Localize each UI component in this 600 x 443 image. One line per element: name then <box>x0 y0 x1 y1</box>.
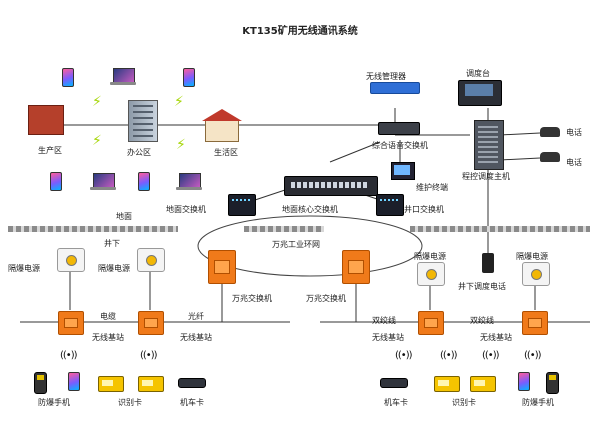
zone-label-office: 办公区 <box>127 148 151 157</box>
psu-2-label: 隔爆电源 <box>98 264 130 273</box>
vehicle-card-icon <box>178 378 206 388</box>
smartphone-icon <box>50 172 62 191</box>
wireless-signal-icon: ((•)) <box>395 350 412 361</box>
id-card-icon <box>98 376 124 392</box>
twisted-pair-1-label: 双绞线 <box>372 316 396 325</box>
id-card-icon <box>434 376 460 392</box>
smartphone-icon <box>183 68 195 87</box>
ground-switch-device <box>228 194 256 216</box>
wireless-signal-icon: ((•)) <box>440 350 457 361</box>
explosion-proof-phone-icon <box>34 372 47 394</box>
base-station-3-device <box>418 311 444 335</box>
id-card-right-label: 识别卡 <box>452 398 476 407</box>
explosion-phone-right-label: 防爆手机 <box>522 398 554 407</box>
switch-10g-right-label: 万兆交换机 <box>306 294 346 303</box>
wireless-signal-icon: ((•)) <box>60 350 77 361</box>
wireless-signal-icon: ((•)) <box>482 350 499 361</box>
ground-core-switch-device <box>284 176 378 196</box>
diagram-title: KT135矿用无线通讯系统 <box>242 26 358 37</box>
id-card-icon <box>470 376 496 392</box>
desk-phone-icon <box>540 127 560 137</box>
base-station-2-device <box>138 311 164 335</box>
ground-switch-label: 地面交换机 <box>166 205 206 214</box>
maintenance-terminal-monitor <box>391 162 415 180</box>
living-zone-house-icon <box>202 109 242 142</box>
office-zone-building-icon <box>128 100 158 142</box>
maintenance-terminal-label: 维护终端 <box>416 183 448 192</box>
phone-b-label: 电话 <box>566 158 582 167</box>
smartphone-icon <box>62 68 74 87</box>
ground-boundary-right <box>410 226 590 232</box>
base-station-1-device <box>58 311 84 335</box>
shaft-switch-device <box>376 194 404 216</box>
ground-boundary-mid <box>244 226 324 232</box>
explosion-proof-phone-icon <box>546 372 559 394</box>
base-station-4-label: 无线基站 <box>480 333 512 342</box>
voice-switch-label: 综合语音交换机 <box>372 141 428 150</box>
zone-label-living: 生活区 <box>214 148 238 157</box>
smartphone-icon <box>68 372 80 391</box>
ground-core-switch-label: 地面核心交换机 <box>282 205 338 214</box>
smartphone-icon <box>138 172 150 191</box>
ring-network-label: 万兆工业环网 <box>272 240 320 249</box>
fiber-label: 光纤 <box>188 312 204 321</box>
mine-dispatch-phone-label: 井下调度电话 <box>458 282 506 291</box>
cable-label: 电缆 <box>100 312 116 321</box>
wireless-manager-label: 无线管理器 <box>366 72 406 81</box>
psu-3-label: 隔爆电源 <box>414 252 446 261</box>
vehicle-card-icon <box>380 378 408 388</box>
base-station-4-device <box>522 311 548 335</box>
wireless-bolt-icon: ⚡ <box>176 137 186 153</box>
psu-1-label: 隔爆电源 <box>8 264 40 273</box>
id-card-left-label: 识别卡 <box>118 398 142 407</box>
psu-4-device <box>522 262 550 286</box>
base-station-3-label: 无线基站 <box>372 333 404 342</box>
ground-boundary-left <box>8 226 178 232</box>
vehicle-card-right-label: 机车卡 <box>384 398 408 407</box>
dispatch-desk-label: 调度台 <box>466 69 490 78</box>
program-dispatch-host-label: 程控调度主机 <box>462 172 510 181</box>
switch-10g-left-label: 万兆交换机 <box>232 294 272 303</box>
mine-dispatch-phone-icon <box>482 253 494 273</box>
base-station-2-label: 无线基站 <box>180 333 212 342</box>
id-card-icon <box>138 376 164 392</box>
smartphone-icon <box>518 372 530 391</box>
laptop-icon <box>110 68 136 85</box>
desk-phone-icon <box>540 152 560 162</box>
laptop-icon <box>176 173 202 190</box>
voice-switch-device <box>378 122 420 135</box>
switch-10g-right-device <box>342 250 370 284</box>
switch-10g-left-device <box>208 250 236 284</box>
laptop-icon <box>90 173 116 190</box>
dispatch-desk-device <box>458 80 502 106</box>
wireless-manager-device <box>370 82 420 94</box>
program-dispatch-host-rack <box>474 120 504 170</box>
zone-label-ground: 地面 <box>116 212 132 221</box>
psu-3-device <box>417 262 445 286</box>
base-station-1-label: 无线基站 <box>92 333 124 342</box>
zone-label-underground: 井下 <box>104 239 120 248</box>
shaft-switch-label: 井口交换机 <box>404 205 444 214</box>
wireless-bolt-icon: ⚡ <box>92 94 102 110</box>
twisted-pair-2-label: 双绞线 <box>470 316 494 325</box>
psu-4-label: 隔爆电源 <box>516 252 548 261</box>
wireless-signal-icon: ((•)) <box>140 350 157 361</box>
wireless-bolt-icon: ⚡ <box>174 94 184 110</box>
psu-2-device <box>137 248 165 272</box>
vehicle-card-left-label: 机车卡 <box>180 398 204 407</box>
zone-label-production: 生产区 <box>38 146 62 155</box>
production-zone-factory-icon <box>28 105 64 135</box>
phone-a-label: 电话 <box>566 128 582 137</box>
psu-1-device <box>57 248 85 272</box>
explosion-phone-left-label: 防爆手机 <box>38 398 70 407</box>
wireless-signal-icon: ((•)) <box>524 350 541 361</box>
wireless-bolt-icon: ⚡ <box>92 133 102 149</box>
